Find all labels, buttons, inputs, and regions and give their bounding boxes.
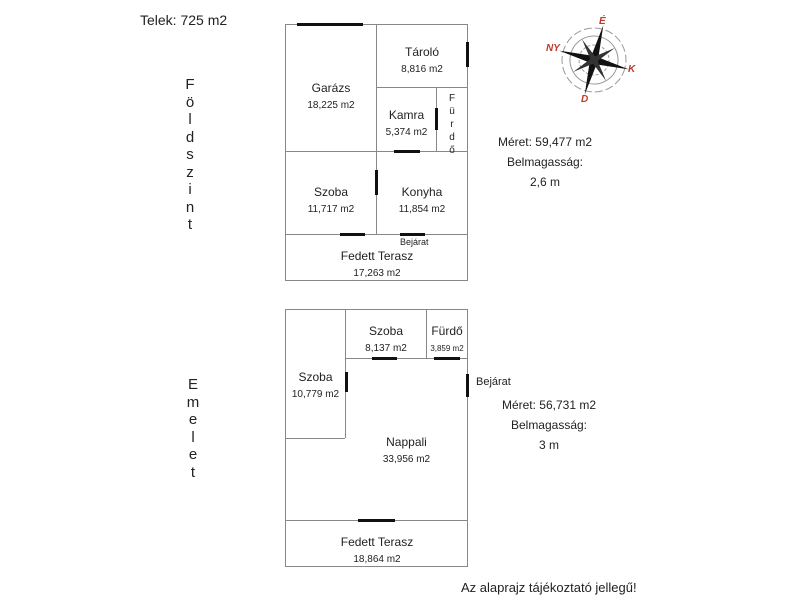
- room-area: 17,263 m2: [353, 268, 401, 279]
- letter: ö: [185, 93, 195, 111]
- room-kitchen: Konyha 11,854 m2: [377, 184, 467, 218]
- floor-size: Méret: 56,731 m2: [501, 398, 597, 412]
- wall: [376, 24, 377, 234]
- ceiling-height-label: Belmagasság:: [506, 155, 584, 169]
- disclaimer: Az alaprajz tájékoztató jellegű!: [461, 580, 637, 595]
- room-bedroom-small: Szoba 8,137 m2: [346, 323, 426, 357]
- letter: l: [191, 428, 195, 446]
- upper-floor-info: Méret: 56,731 m2 Belmagasság: 3 m: [494, 395, 604, 455]
- room-area: 8,137 m2: [365, 343, 407, 354]
- room-pantry: Kamra 5,374 m2: [377, 107, 436, 141]
- garage-door: [297, 23, 363, 26]
- door: [358, 519, 395, 522]
- door: [375, 170, 378, 195]
- wall: [426, 309, 427, 358]
- letter: ő: [449, 145, 455, 156]
- door: [435, 108, 438, 130]
- letter: F: [448, 93, 456, 104]
- compass-west: NY: [546, 43, 560, 54]
- letter: n: [185, 198, 195, 216]
- door: [372, 357, 397, 360]
- door: [394, 150, 420, 153]
- wall: [376, 87, 467, 88]
- room-bathroom: Fürdő 3,859 m2: [427, 323, 467, 357]
- letter: E: [187, 376, 198, 393]
- door: [434, 357, 460, 360]
- letter: ü: [449, 106, 455, 117]
- room-bedroom: Szoba 11,717 m2: [286, 184, 376, 218]
- room-area: 18,864 m2: [353, 554, 401, 565]
- room-garage: Garázs 18,225 m2: [286, 80, 376, 114]
- letter: m: [186, 393, 200, 411]
- room-area: 11,854 m2: [398, 204, 446, 215]
- door: [340, 233, 365, 236]
- letter: i: [188, 181, 192, 198]
- floor-size: Méret: 59,477 m2: [497, 135, 593, 149]
- compass-south: D: [581, 94, 589, 105]
- room-name: Szoba: [298, 370, 333, 384]
- ceiling-height: 3 m: [538, 438, 559, 452]
- room-area: 18,225 m2: [307, 100, 355, 111]
- room-name: Fedett Terasz: [340, 535, 414, 549]
- room-name: Konyha: [401, 185, 443, 199]
- letter: d: [449, 132, 455, 143]
- letter: d: [185, 128, 195, 146]
- letter: r: [450, 119, 454, 130]
- room-bedroom: Szoba 10,779 m2: [286, 369, 345, 403]
- wall: [345, 358, 467, 359]
- letter: l: [188, 111, 192, 128]
- room-name: Szoba: [368, 324, 404, 338]
- room-area: 11,717 m2: [307, 204, 355, 215]
- wall: [285, 151, 467, 152]
- letter: s: [186, 146, 194, 163]
- ground-floor-info: Méret: 59,477 m2 Belmagasság: 2,6 m: [490, 132, 600, 192]
- room-covered-terrace: Fedett Terasz 18,864 m2: [286, 534, 468, 568]
- letter: t: [190, 463, 196, 481]
- room-name: Kamra: [388, 108, 425, 122]
- room-area: 10,779 m2: [291, 389, 340, 400]
- room-covered-terrace: Fedett Terasz 17,263 m2: [286, 248, 468, 282]
- wall: [285, 234, 467, 235]
- letter: e: [188, 411, 198, 428]
- room-area: 33,956 m2: [382, 454, 431, 465]
- room-area: 8,816 m2: [401, 64, 443, 75]
- entrance-door: [400, 233, 425, 236]
- room-area: 3,859 m2: [430, 344, 464, 353]
- entrance-door: [466, 374, 469, 397]
- door: [345, 372, 348, 392]
- letter: F: [185, 76, 195, 93]
- room-living-room: Nappali 33,956 m2: [346, 434, 467, 468]
- room-storage: Tároló 8,816 m2: [377, 44, 467, 78]
- compass-east: K: [628, 64, 636, 75]
- room-name: Szoba: [313, 185, 349, 199]
- room-area: 5,374 m2: [385, 127, 428, 138]
- room-name: Nappali: [386, 435, 427, 449]
- letter: z: [186, 163, 194, 181]
- compass-north: É: [599, 16, 606, 27]
- ceiling-height: 2,6 m: [529, 175, 560, 189]
- room-name: Tároló: [404, 45, 439, 59]
- plot-size-label: Telek: 725 m2: [140, 12, 228, 28]
- room-name: Garázs: [311, 81, 351, 95]
- room-name: Fürdő: [431, 324, 463, 338]
- room-name: Fedett Terasz: [340, 249, 414, 263]
- compass-rose-icon: [559, 25, 629, 95]
- entrance-label: Bejárat: [476, 376, 511, 388]
- entrance-label: Bejárat: [400, 237, 429, 247]
- letter: e: [188, 446, 198, 463]
- door: [466, 42, 469, 67]
- letter: t: [187, 216, 193, 233]
- wall: [285, 438, 345, 439]
- ceiling-height-label: Belmagasság:: [510, 418, 588, 432]
